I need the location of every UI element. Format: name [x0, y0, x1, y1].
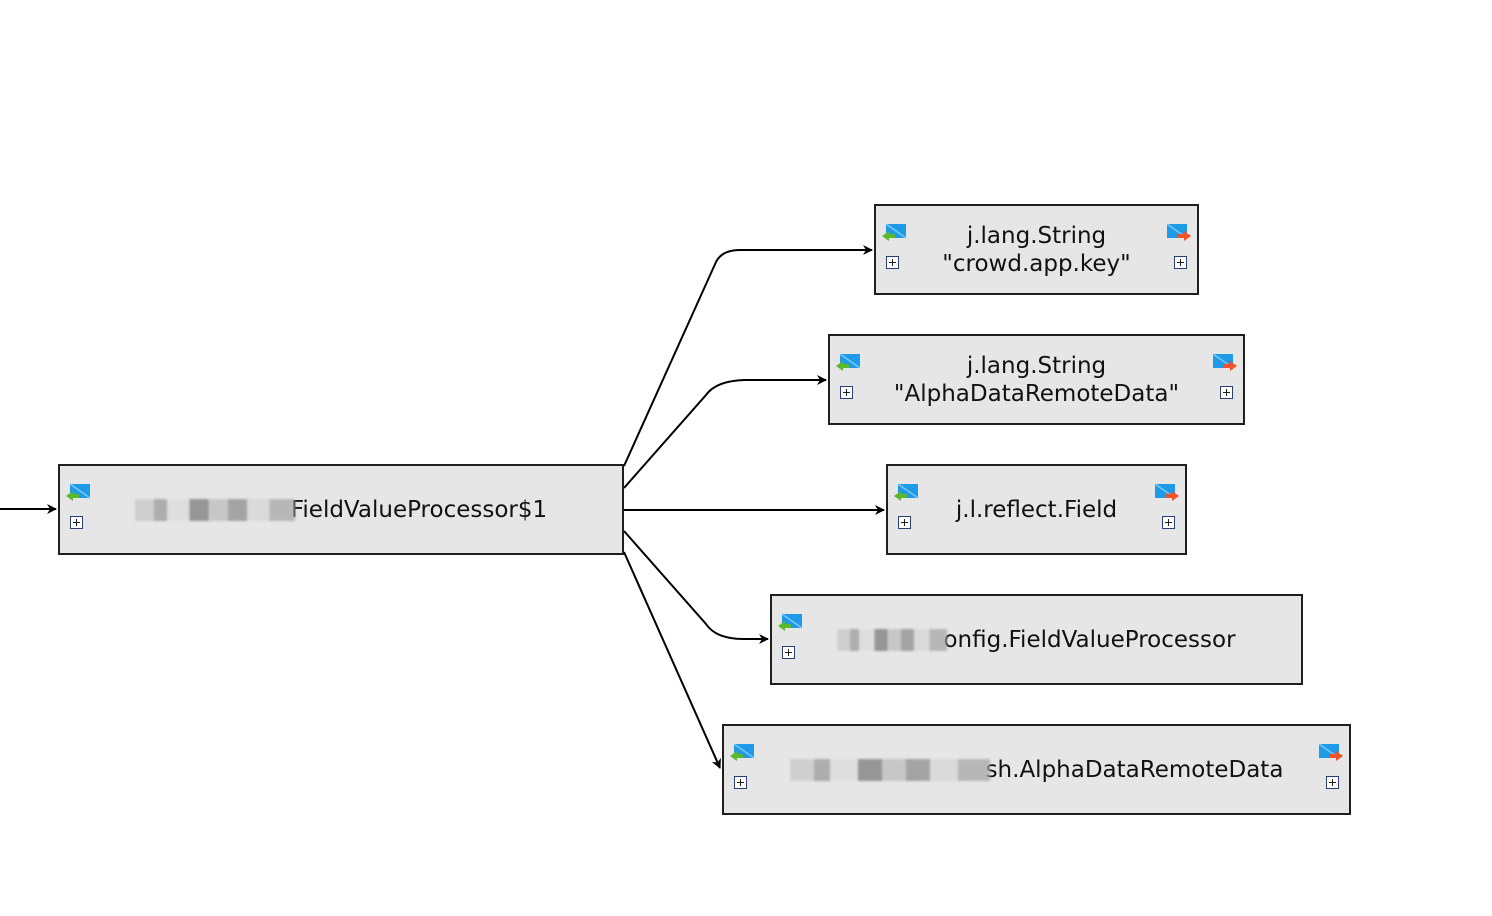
child-node-4-type: onfig.FieldValueProcessor [772, 626, 1301, 654]
outgoing-references-icon[interactable] [1153, 482, 1181, 506]
edge-to-child-1 [623, 245, 873, 467]
expand-plus-icon[interactable] [1162, 516, 1175, 529]
expand-plus-icon[interactable] [70, 516, 83, 529]
expand-plus-icon[interactable] [840, 386, 853, 399]
child-node-1[interactable]: j.lang.String "crowd.app.key" [874, 204, 1199, 295]
incoming-references-icon[interactable] [892, 482, 920, 506]
incoming-references-icon[interactable] [834, 352, 862, 376]
child-node-2-value: "AlphaDataRemoteData" [893, 380, 1180, 407]
expand-plus-icon[interactable] [898, 516, 911, 529]
child-node-4[interactable]: onfig.FieldValueProcessor [770, 594, 1303, 685]
outgoing-references-icon[interactable] [1317, 742, 1345, 766]
child-node-2-type: j.lang.String [966, 352, 1107, 379]
root-node[interactable]: FieldValueProcessor$1 [58, 464, 624, 555]
incoming-references-icon[interactable] [728, 742, 756, 766]
incoming-references-icon[interactable] [776, 612, 804, 636]
child-node-1-type: j.lang.String [966, 222, 1107, 249]
edge-to-child-5 [623, 551, 721, 769]
child-node-1-value: "crowd.app.key" [942, 250, 1131, 277]
child-node-3-type: j.l.reflect.Field [955, 496, 1118, 523]
child-node-5-type: sh.AlphaDataRemoteData [724, 756, 1349, 784]
edge-to-child-2 [623, 375, 827, 489]
edge-to-child-4 [623, 530, 769, 644]
incoming-references-icon[interactable] [64, 482, 92, 506]
child-node-5[interactable]: sh.AlphaDataRemoteData [722, 724, 1351, 815]
redacted-text [837, 629, 948, 651]
child-node-3[interactable]: j.l.reflect.Field [886, 464, 1187, 555]
incoming-references-icon[interactable] [880, 222, 908, 246]
outgoing-references-icon[interactable] [1165, 222, 1193, 246]
redacted-text [134, 499, 295, 521]
expand-plus-icon[interactable] [782, 646, 795, 659]
redacted-text [789, 759, 990, 781]
root-node-label: FieldValueProcessor$1 [60, 496, 622, 524]
outgoing-references-icon[interactable] [1211, 352, 1239, 376]
expand-plus-icon[interactable] [886, 256, 899, 269]
expand-plus-icon[interactable] [734, 776, 747, 789]
expand-plus-icon[interactable] [1326, 776, 1339, 789]
expand-plus-icon[interactable] [1174, 256, 1187, 269]
expand-plus-icon[interactable] [1220, 386, 1233, 399]
child-node-2[interactable]: j.lang.String "AlphaDataRemoteData" [828, 334, 1245, 425]
